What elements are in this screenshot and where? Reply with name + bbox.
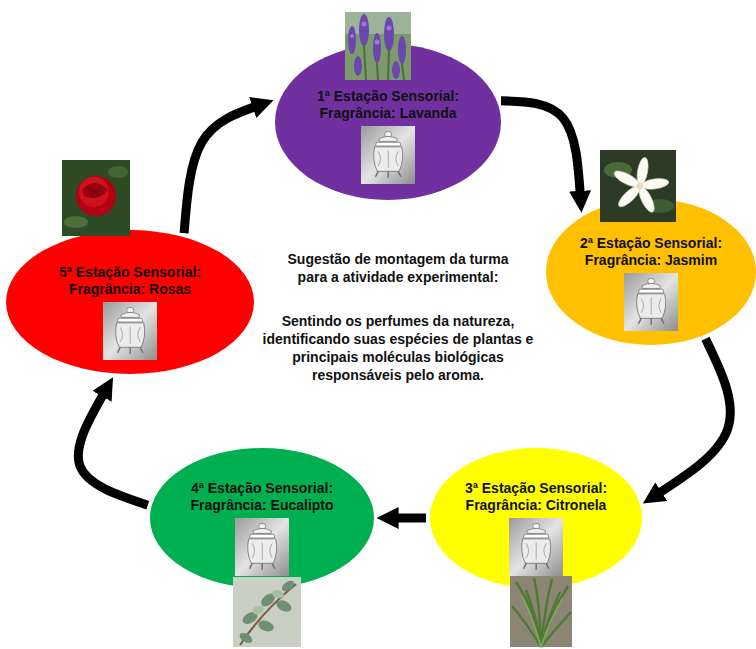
cycle-arrow xyxy=(656,339,731,496)
cycle-arrow xyxy=(392,514,426,523)
cycle-arrow xyxy=(78,391,147,506)
cycle-arrow xyxy=(184,105,259,233)
lavender-photo xyxy=(345,12,411,80)
fragrance-name: Fragrância: Eucalipto xyxy=(190,497,333,514)
station-text: 3ª Estação Sensorial:Fragrância: Citrone… xyxy=(430,480,642,514)
center-note: Sugestão de montagem da turma para a ati… xyxy=(262,250,534,286)
station-heading: 3ª Estação Sensorial: xyxy=(465,480,607,497)
station-ellipse: 2ª Estação Sensorial:Fragrância: Jasmim xyxy=(546,199,756,345)
jar-image xyxy=(509,518,563,576)
station-heading: 1ª Estação Sensorial: xyxy=(317,88,459,105)
eucalyptus-photo xyxy=(233,577,301,647)
ellipse-fill xyxy=(150,448,374,588)
ellipse-fill xyxy=(546,199,756,345)
station-text: 4ª Estação Sensorial:Fragrância: Eucalip… xyxy=(150,480,374,514)
ellipse-fill xyxy=(6,230,254,374)
fragrance-name: Fragrância: Citronela xyxy=(466,497,607,514)
center-notes: Sugestão de montagem da turma para a ati… xyxy=(262,250,534,384)
station-ellipse: 3ª Estação Sensorial:Fragrância: Citrone… xyxy=(430,448,642,588)
station-ellipse: 1ª Estação Sensorial:Fragrância: Lavanda xyxy=(275,44,501,200)
ellipse-fill xyxy=(430,448,642,588)
station-heading: 5ª Estação Sensorial: xyxy=(59,264,201,281)
fragrance-name: Fragrância: Rosas xyxy=(69,281,191,298)
station-heading: 4ª Estação Sensorial: xyxy=(191,480,333,497)
station-ellipse: 4ª Estação Sensorial:Fragrância: Eucalip… xyxy=(150,448,374,588)
jar-image xyxy=(235,518,289,576)
jar-image xyxy=(624,273,678,331)
station-text: 1ª Estação Sensorial:Fragrância: Lavanda xyxy=(275,88,501,122)
station-heading: 2ª Estação Sensorial: xyxy=(580,235,722,252)
jar-image xyxy=(361,126,415,184)
station-ellipse: 5ª Estação Sensorial:Fragrância: Rosas xyxy=(6,230,254,374)
fragrance-name: Fragrância: Jasmim xyxy=(585,252,717,269)
citronella-photo xyxy=(510,576,572,647)
station-text: 2ª Estação Sensorial:Fragrância: Jasmim xyxy=(546,235,756,269)
ellipse-fill xyxy=(275,44,501,200)
jar-image xyxy=(103,302,157,360)
cycle-arrow xyxy=(501,101,580,198)
jasmine-photo xyxy=(600,150,676,222)
rose-photo xyxy=(62,160,130,236)
fragrance-name: Fragrância: Lavanda xyxy=(320,105,457,122)
station-text: 5ª Estação Sensorial:Fragrância: Rosas xyxy=(6,264,254,298)
center-note: Sentindo os perfumes da natureza, identi… xyxy=(262,312,534,384)
